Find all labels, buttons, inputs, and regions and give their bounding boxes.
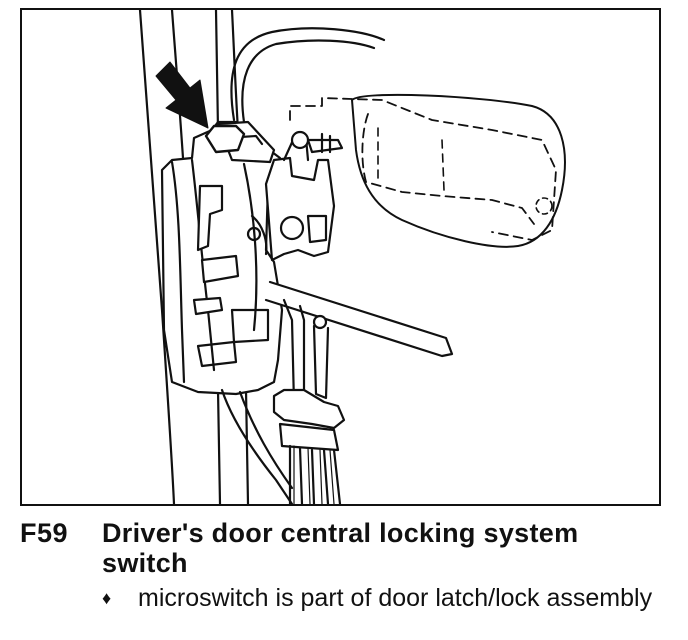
figure-code: F59 (20, 518, 69, 548)
lock-assembly-body (160, 120, 294, 504)
operating-rod (264, 280, 454, 358)
mounting-bracket (264, 130, 344, 262)
door-handle-outline (289, 93, 566, 248)
pointer-arrow (155, 61, 209, 129)
wiring-harness (272, 298, 346, 504)
microswitch (204, 124, 246, 154)
illustration-frame (20, 8, 661, 506)
note-text: microswitch is part of door latch/lock a… (138, 584, 653, 612)
figure-note: ♦ microswitch is part of door latch/lock… (102, 584, 662, 613)
cable-loop (230, 27, 386, 124)
bullet-icon: ♦ (102, 588, 112, 608)
door-latch-illustration (138, 10, 566, 504)
figure-title: Driver's door central locking system swi… (102, 518, 579, 578)
